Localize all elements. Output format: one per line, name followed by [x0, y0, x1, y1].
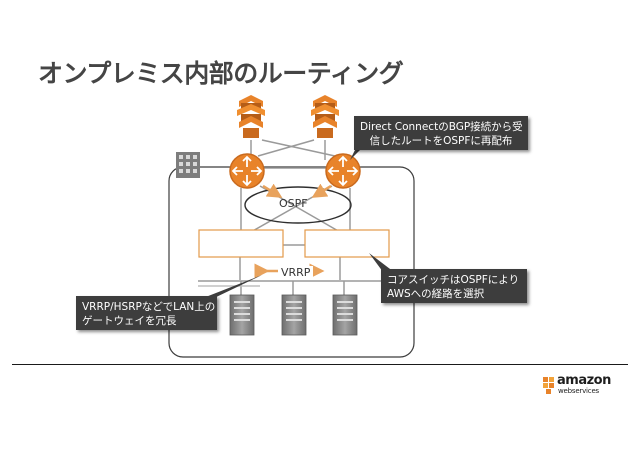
arrow-right [311, 183, 332, 198]
amazon-webservices-logo: amazon webservices [541, 372, 611, 398]
aws-logo-icon [543, 377, 554, 394]
callout-line: VRRP/HSRPなどでLAN上の [82, 301, 216, 313]
server-icon [281, 294, 307, 336]
callout-pointer [198, 275, 262, 300]
server-icon [229, 294, 255, 336]
direct-connect-icon [311, 95, 339, 138]
core-switch-callout: コアスイッチはOSPFにより AWSへの経路を選択 [381, 269, 527, 303]
callout-line: ゲートウェイを冗長 [82, 315, 177, 327]
vrrp-hsrp-callout: VRRP/HSRPなどでLAN上の ゲートウェイを冗長 [76, 296, 217, 330]
building-icon [176, 152, 200, 178]
logo-word: amazon [557, 373, 611, 388]
onprem-boundary [168, 166, 415, 358]
core-switch [304, 229, 390, 258]
arrow-left [262, 183, 283, 198]
logo-subword: webservices [558, 387, 599, 395]
server-icon [332, 294, 358, 336]
callout-line: コアスイッチはOSPFにより [387, 274, 520, 286]
page-title: オンプレミス内部のルーティング [38, 59, 404, 88]
core-switch [198, 229, 284, 258]
callout-line: 信したルートをOSPFに再配布 [369, 135, 513, 147]
ospf-label: OSPF [279, 197, 308, 210]
callout-line: AWSへの経路を選択 [387, 288, 485, 300]
router-icon [229, 153, 265, 189]
callout-line: Direct ConnectのBGP接続から受 [360, 121, 523, 133]
vrrp-label: VRRP [278, 266, 314, 279]
ospf-area [244, 186, 352, 224]
direct-connect-icon [237, 95, 265, 138]
router-icon [325, 153, 361, 189]
direct-connect-callout: Direct ConnectのBGP接続から受 信したルートをOSPFに再配布 [354, 116, 528, 150]
footer-divider [12, 364, 628, 365]
